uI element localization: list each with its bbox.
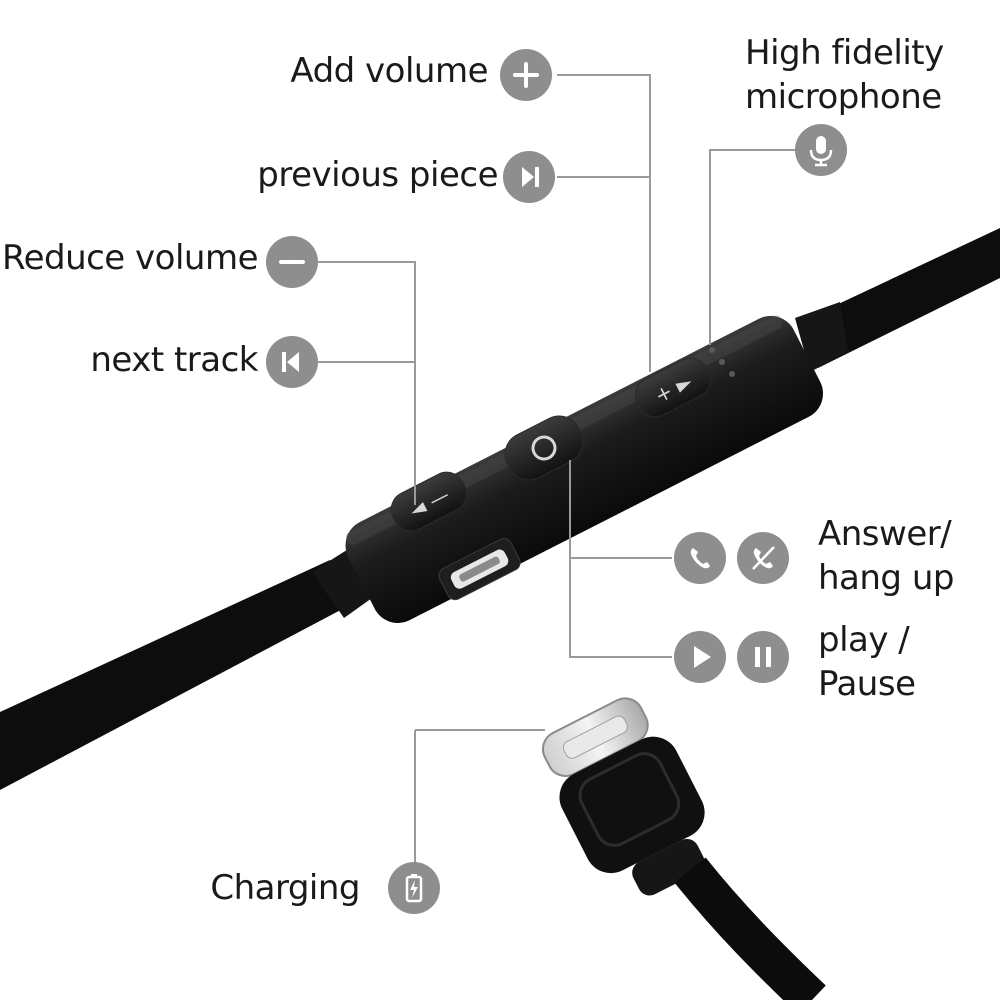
microphone-label: High fidelity microphone: [745, 31, 995, 119]
microphone-holes: [709, 347, 735, 377]
flat-cable-upper: [800, 228, 1000, 368]
volume-down-button: ◄ —: [390, 471, 468, 532]
flat-cable-lower: [0, 560, 352, 790]
answer-hang-up-line-1: Answer/: [818, 514, 952, 554]
microphone-label-line-2: microphone: [745, 77, 942, 117]
plus-icon: [500, 49, 552, 101]
round-cable: [674, 857, 826, 1000]
pause-icon: [737, 631, 789, 683]
charging-label: Charging: [210, 868, 360, 908]
multifunction-button: [504, 415, 584, 481]
add-volume-label: Add volume: [290, 51, 488, 91]
answer-hang-up-label: Answer/ hang up: [818, 512, 998, 600]
phone-answer-icon: [674, 532, 726, 584]
answer-hang-up-line-2: hang up: [818, 558, 954, 598]
skip-back-icon: [266, 336, 318, 388]
microphone-icon: [795, 124, 847, 176]
usb-c-connector: [541, 697, 705, 896]
minus-icon: [266, 236, 318, 288]
skip-forward-icon: [503, 151, 555, 203]
volume-up-button: + ►: [634, 357, 712, 418]
next-track-label: next track: [90, 340, 258, 380]
play-pause-line-1: play /: [818, 620, 910, 660]
play-pause-label: play / Pause: [818, 618, 998, 706]
previous-piece-label: previous piece: [257, 155, 498, 195]
microphone-label-line-1: High fidelity: [745, 33, 944, 73]
reduce-volume-label: Reduce volume: [1, 238, 259, 278]
phone-hangup-icon: [737, 532, 789, 584]
battery-charging-icon: [388, 862, 440, 914]
play-pause-line-2: Pause: [818, 664, 916, 704]
charging-port: [438, 538, 521, 601]
cable-strain-relief-upper: [795, 302, 848, 372]
play-icon: [674, 631, 726, 683]
